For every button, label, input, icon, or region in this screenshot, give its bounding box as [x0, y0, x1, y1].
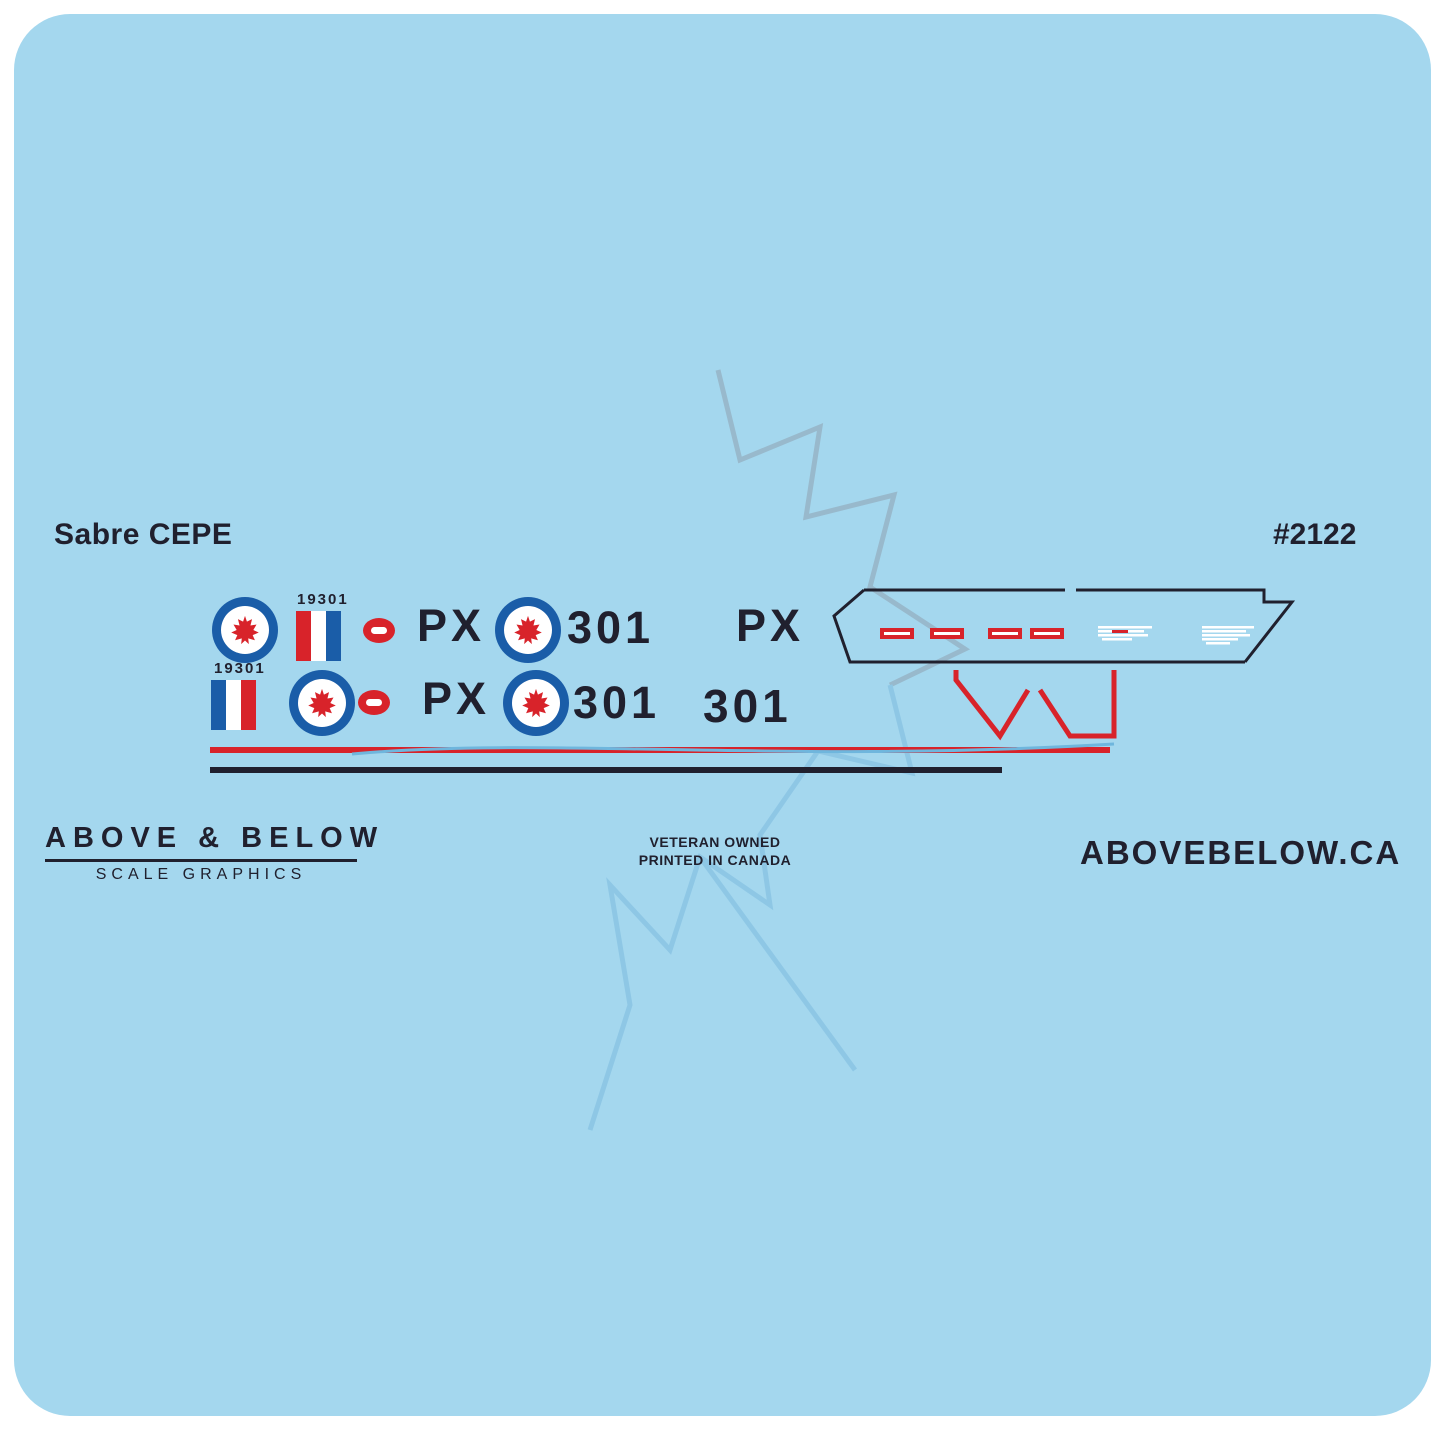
maple-leaf-icon — [514, 615, 542, 645]
made-in-note: VETERAN OWNED PRINTED IN CANADA — [590, 833, 840, 869]
flash-red-stripe — [241, 680, 256, 730]
brand-name: ABOVE & BELOW — [45, 822, 377, 862]
watermark-bottom-outline — [587, 684, 916, 1131]
serial-number: 19301 — [297, 591, 349, 608]
code-letters: PX — [422, 673, 491, 724]
rcaf-roundel — [503, 670, 569, 736]
fin-flash — [296, 611, 341, 661]
sheet-title: Sabre CEPE — [54, 518, 233, 551]
maple-leaf-icon — [231, 615, 259, 645]
flash-white-stripe — [311, 611, 326, 661]
walkway-outline-decal — [832, 588, 1296, 664]
product-number: #2122 — [1273, 518, 1357, 551]
code-letters: PX — [417, 600, 486, 651]
flash-blue-stripe — [326, 611, 341, 661]
printed-in-canada-text: PRINTED IN CANADA — [638, 852, 792, 869]
maple-leaf-icon — [522, 688, 550, 718]
brand-subtitle: SCALE GRAPHICS — [95, 866, 307, 883]
black-fuselage-stripe — [210, 767, 1002, 773]
flash-red-stripe — [296, 611, 311, 661]
aircraft-number: 301 — [567, 602, 655, 653]
blue-curved-stripe — [351, 742, 1115, 756]
rcaf-roundel — [289, 670, 355, 736]
fin-flash-mirrored — [211, 680, 256, 730]
veteran-owned-text: VETERAN OWNED — [649, 834, 781, 850]
rcaf-roundel — [212, 597, 278, 663]
stencil-white-text-blocks — [1098, 626, 1254, 645]
serial-number: 19301 — [214, 660, 266, 677]
watermark-stem-line — [697, 855, 858, 1072]
maple-leaf-icon — [308, 688, 336, 718]
stencil-red-blocks — [880, 628, 1064, 639]
brand-logo: ABOVE & BELOW SCALE GRAPHICS — [45, 822, 377, 884]
flash-white-stripe — [226, 680, 241, 730]
unit-badge — [358, 690, 390, 715]
website-url: ABOVEBELOW.CA — [1080, 834, 1402, 871]
flash-blue-stripe — [211, 680, 226, 730]
aircraft-number: 301 — [573, 677, 661, 728]
aircraft-number: 301 — [703, 680, 792, 732]
unit-badge — [363, 618, 395, 643]
code-letters: PX — [736, 600, 805, 651]
rcaf-roundel — [495, 597, 561, 663]
red-chevron-decals — [953, 670, 1117, 741]
